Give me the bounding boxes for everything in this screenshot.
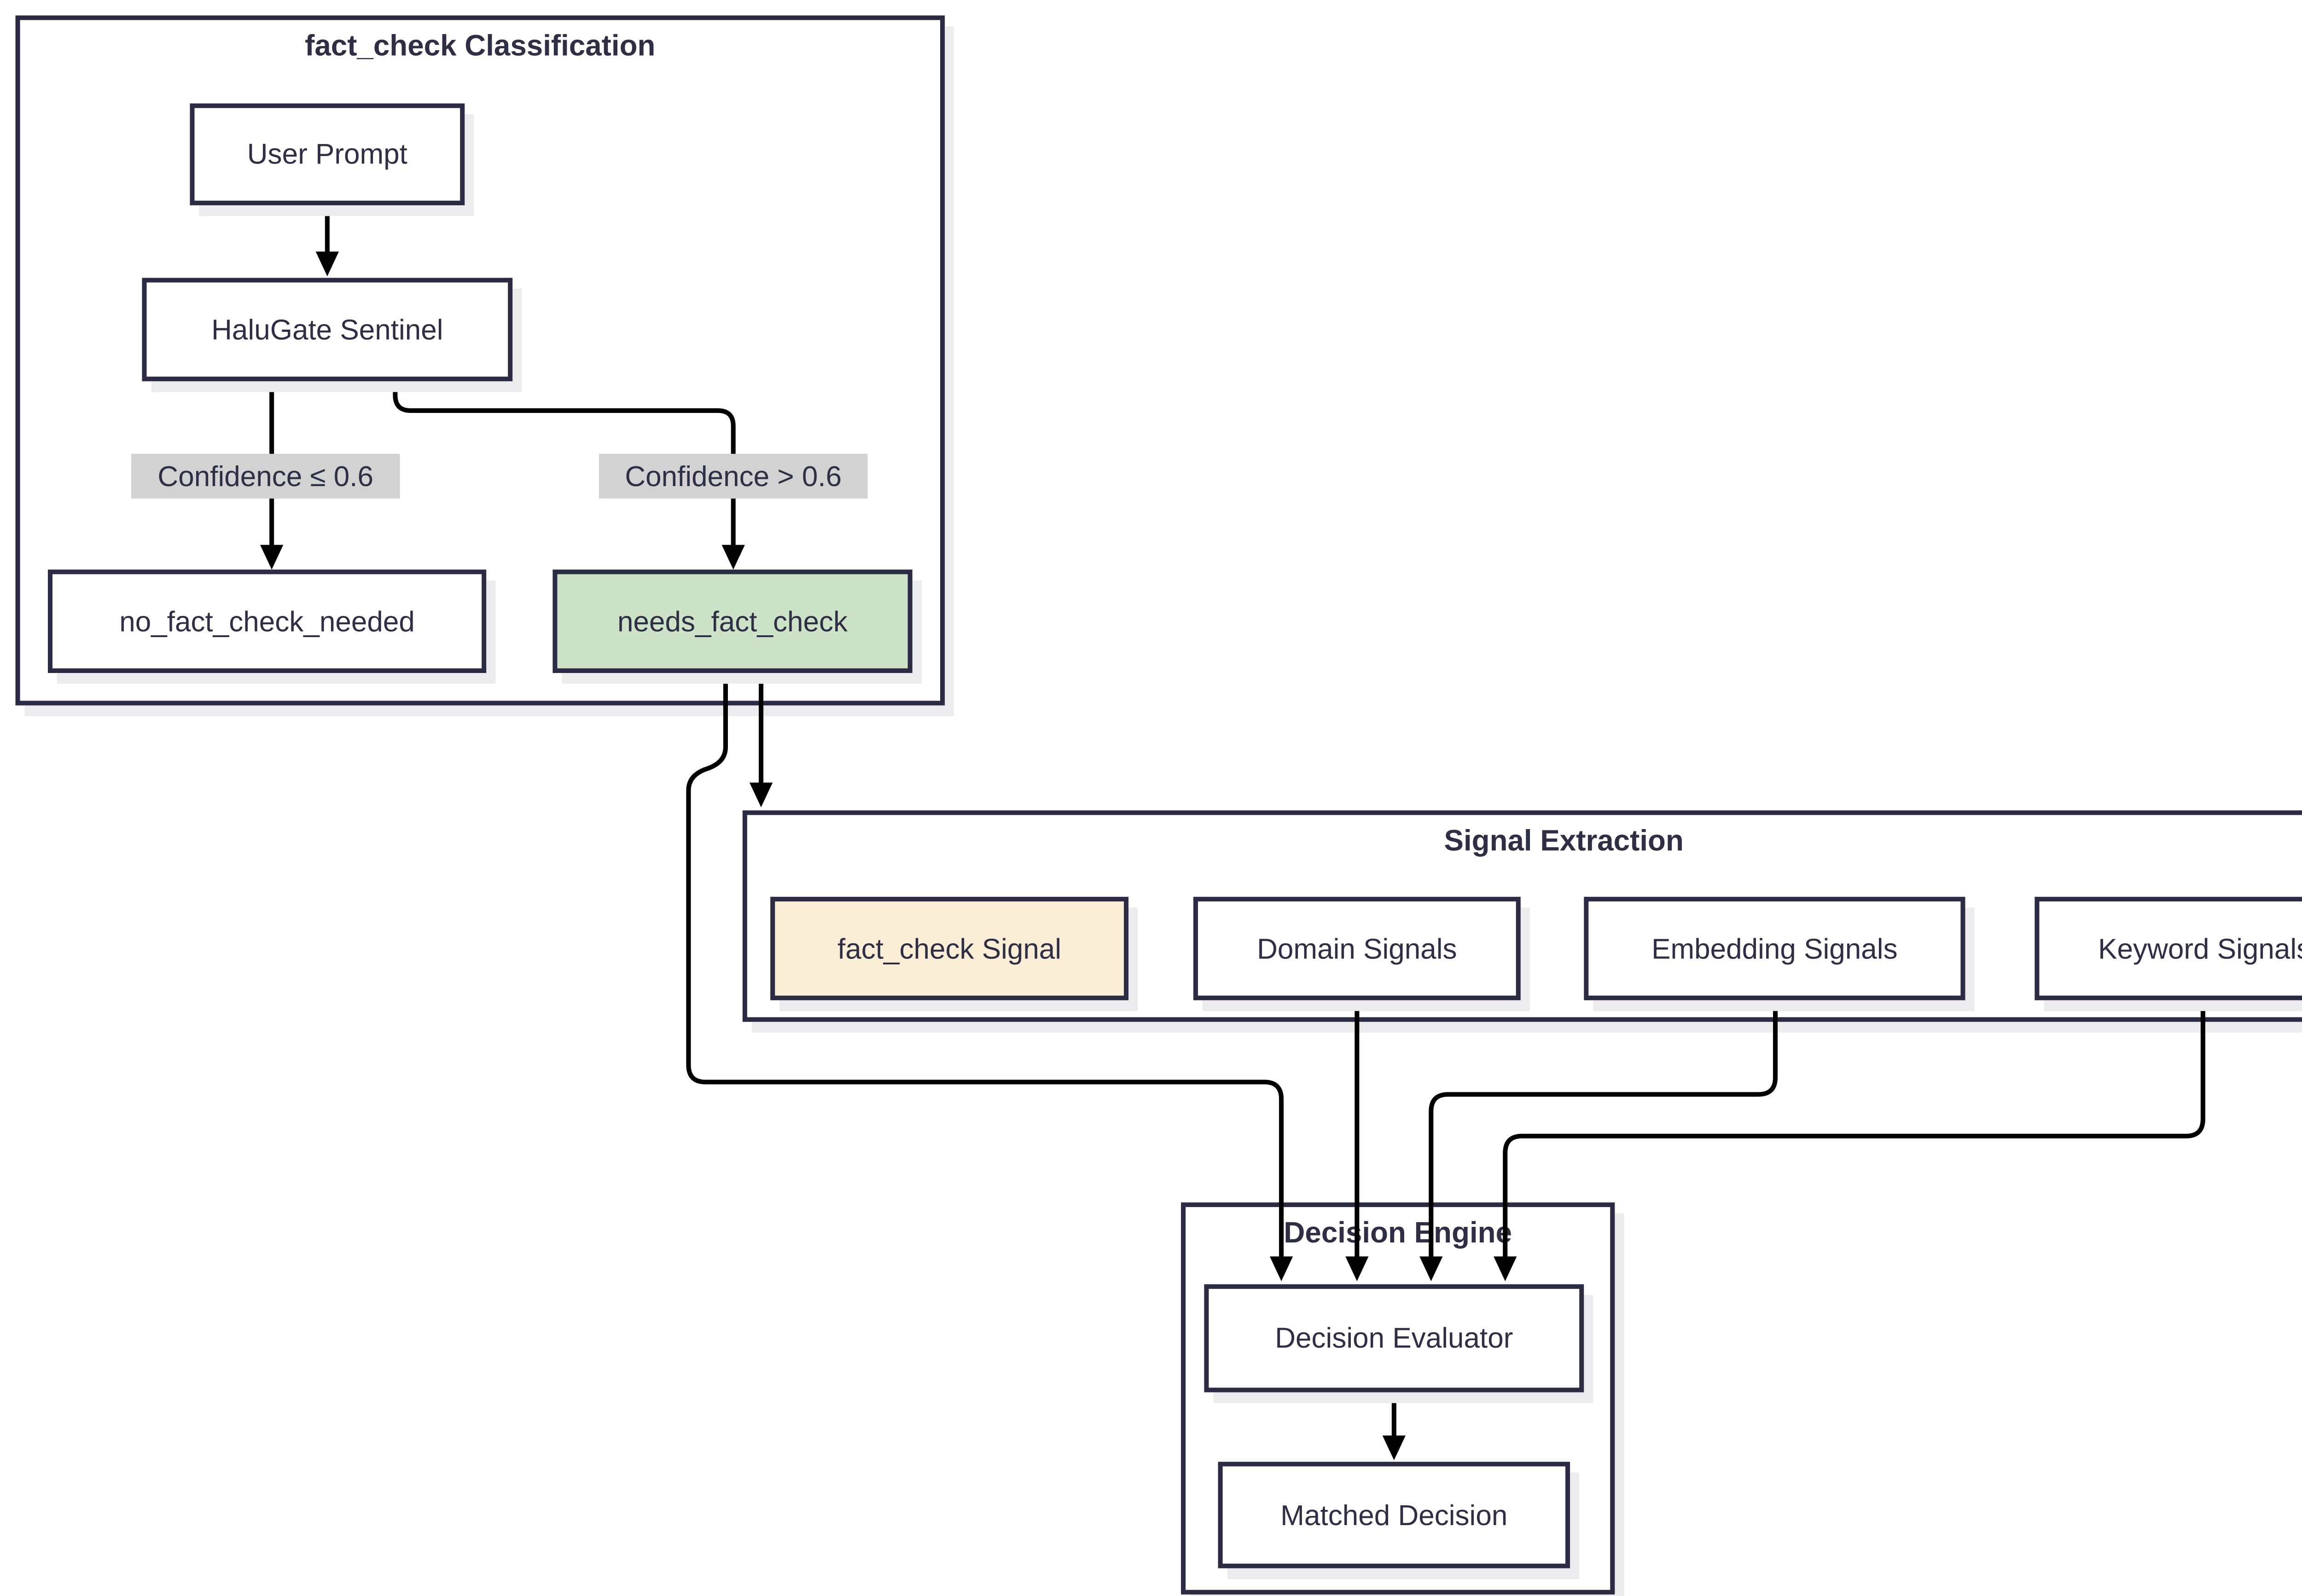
node-user-prompt: User Prompt [190,103,465,205]
subgraph-title-fact-check-classification: fact_check Classification [305,31,656,64]
node-domain-signals: Domain Signals [1193,897,1521,1000]
arrowhead-keyword-signals-to-decision-evaluator [1494,1256,1517,1282]
node-no-fact-check-needed: no_fact_check_needed [47,569,487,673]
edge-embedding-signals-to-decision-evaluator [1429,1002,1778,1258]
arrowhead-needs-fact-check-to-decision-evaluator [1269,1256,1293,1282]
arrowhead-embedding-signals-to-decision-evaluator [1419,1256,1443,1282]
arrowhead-domain-signals-to-decision-evaluator [1345,1256,1369,1282]
node-halugate-sentinel: HaluGate Sentinel [142,278,513,382]
subgraph-title-decision-engine: Decision Engine [1284,1218,1512,1251]
edge-label-confidence-low: Confidence ≤ 0.6 [131,453,400,499]
node-matched-decision: Matched Decision [1218,1462,1570,1568]
edge-label-confidence-high: Confidence > 0.6 [599,453,868,499]
edge-halugate-to-needs-fact-check [393,381,736,546]
node-keyword-signals: Keyword Signals [2035,897,2302,1000]
edge-keyword-signals-to-decision-evaluator [1503,1002,2205,1258]
edge-needs-fact-check-to-decision-evaluator [686,674,1284,1258]
node-fact-check-signal: fact_check Signal [770,897,1129,1000]
arrowhead-halugate-to-needs-fact-check [721,545,745,570]
arrowhead-user-prompt-to-halugate [315,251,339,277]
node-decision-evaluator: Decision Evaluator [1204,1284,1584,1393]
node-embedding-signals: Embedding Signals [1584,897,1965,1000]
arrowhead-halugate-to-no-fact-check [260,545,284,570]
arrowhead-decision-evaluator-to-matched-decision [1382,1435,1406,1461]
arrowhead-needs-fact-check-to-signal-extraction [749,783,773,807]
node-needs-fact-check: needs_fact_check [552,569,913,673]
subgraph-title-signal-extraction: Signal Extraction [1444,825,1684,859]
